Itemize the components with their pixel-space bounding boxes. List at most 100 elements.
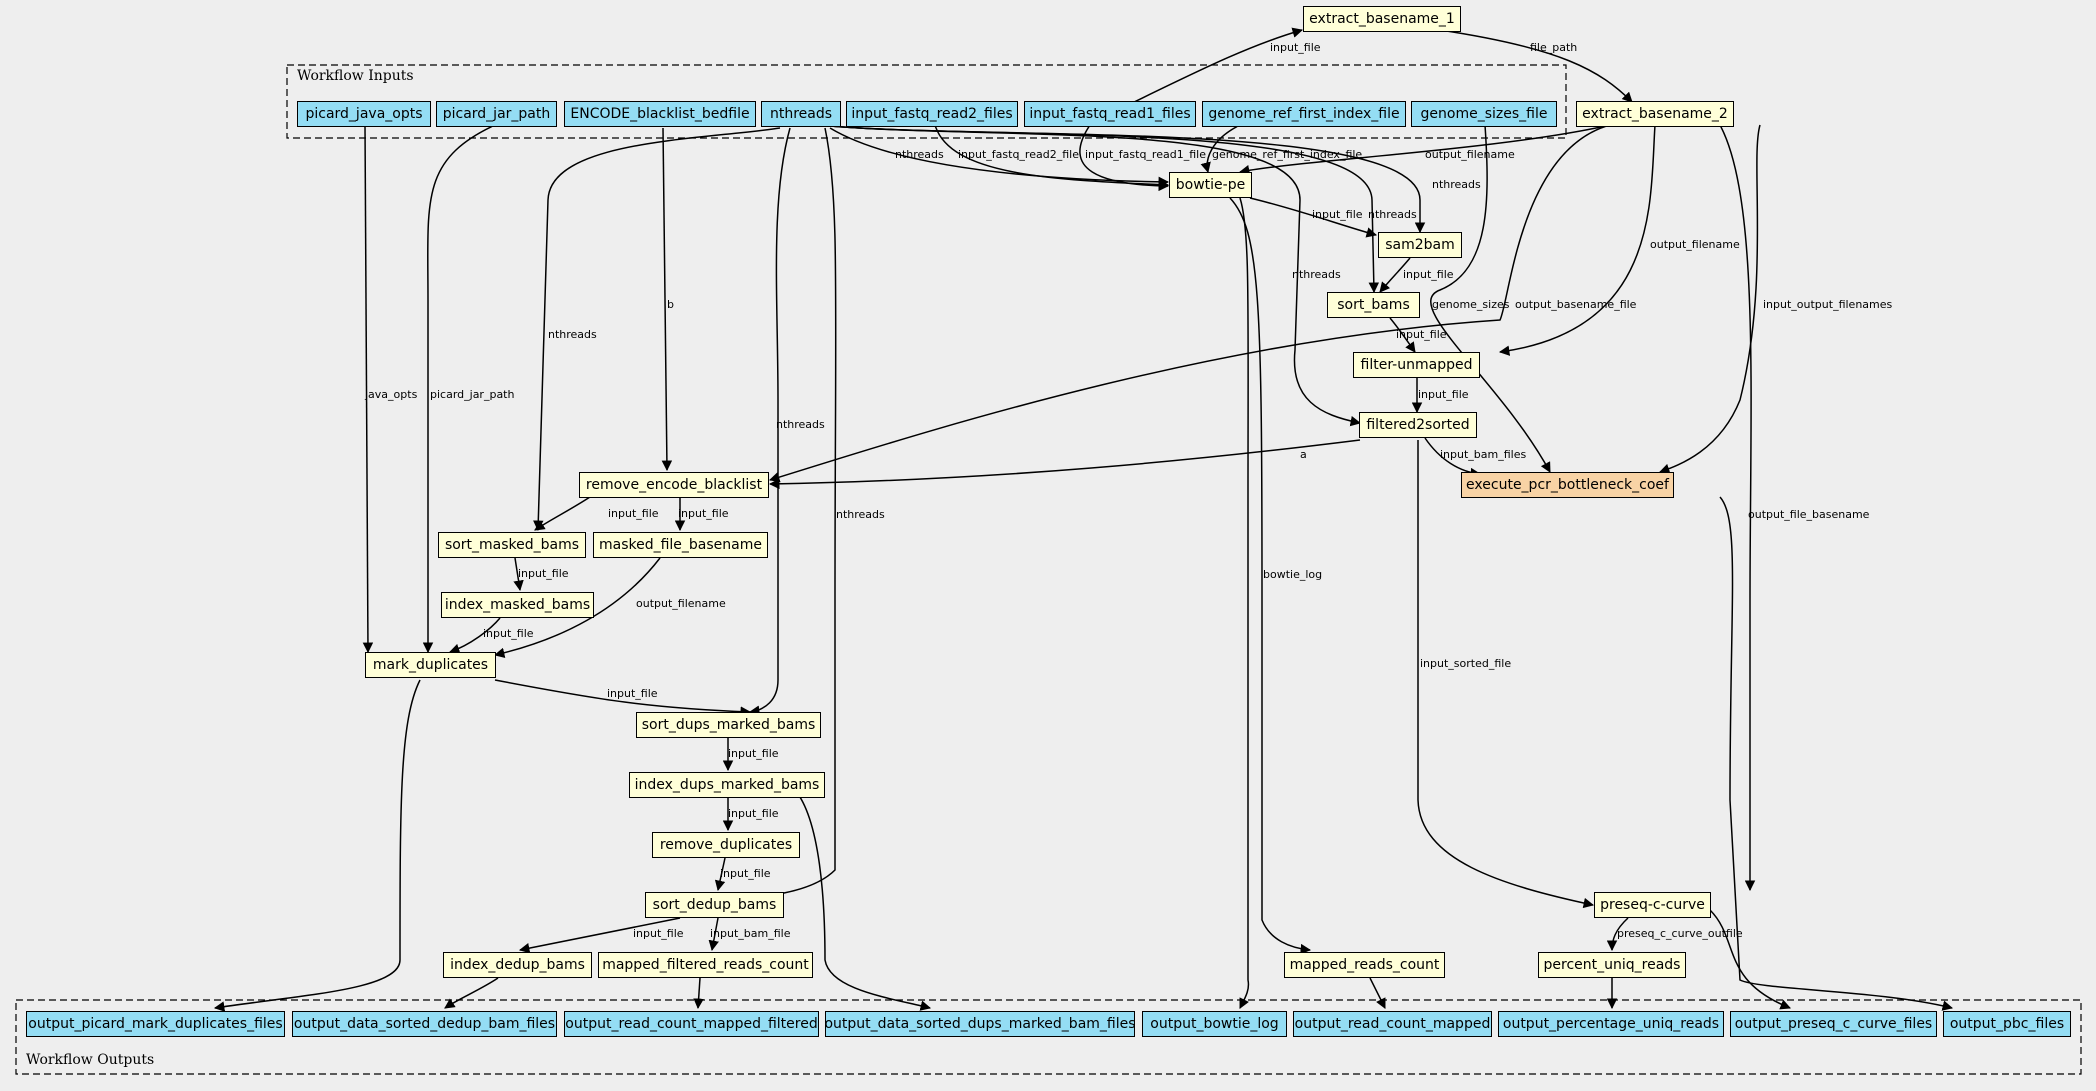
edge-indexdups-dupsout	[794, 789, 932, 1011]
edge-f2s-preseq	[1417, 440, 1595, 909]
edge-nthreads-sortdedup	[743, 127, 837, 903]
edge-mappedfiltered-countout	[693, 977, 704, 1010]
edge-label: output_filename	[1650, 238, 1740, 251]
edge-label: java_opts	[364, 388, 418, 401]
edge-sam2bam-sortbams	[1379, 257, 1411, 293]
step-node[interactable]: bowtie-pe	[1169, 172, 1252, 198]
edge-label: nthreads	[548, 328, 597, 341]
edge-nthreads-sortdups	[748, 127, 791, 716]
output-node[interactable]: output_preseq_c_curve_files	[1730, 1011, 1937, 1037]
edge-bowtie-bowtielog	[1239, 197, 1250, 1009]
edge-label: genome_ref_first_index_file	[1212, 148, 1362, 161]
edge-nthreads-bowtie	[829, 127, 1170, 188]
output-node[interactable]: output_picard_mark_duplicates_files	[26, 1011, 285, 1037]
step-node[interactable]: sort_bams	[1327, 292, 1420, 318]
edge-label: input_file	[1403, 268, 1454, 281]
edge-extract2-preseq	[1719, 124, 1756, 892]
output-node[interactable]: output_data_sorted_dups_marked_bam_files	[824, 1011, 1136, 1037]
step-node[interactable]: index_dedup_bams	[443, 952, 592, 978]
input-node[interactable]: input_fastq_read2_files	[846, 101, 1018, 127]
edge-mappedreads-countout	[1369, 977, 1386, 1009]
step-node[interactable]: masked_file_basename	[593, 532, 768, 558]
step-node[interactable]: mapped_reads_count	[1284, 952, 1445, 978]
input-node[interactable]: genome_ref_first_index_file	[1202, 101, 1406, 127]
edge-label: b	[667, 298, 674, 311]
step-node[interactable]: sort_dups_marked_bams	[636, 712, 821, 738]
input-node[interactable]: input_fastq_read1_files	[1024, 101, 1196, 127]
edge-label: bowtie_log	[1263, 568, 1322, 581]
edge-extract1-extract2	[1439, 29, 1633, 103]
edge-jarpath-markdup	[422, 124, 496, 654]
step-node[interactable]: extract_basename_2	[1576, 101, 1734, 127]
input-node[interactable]: picard_java_opts	[297, 101, 431, 127]
step-node[interactable]: execute_pcr_bottleneck_coef	[1461, 472, 1674, 498]
step-node[interactable]: index_masked_bams	[441, 592, 594, 618]
inputs-cluster	[286, 64, 1567, 139]
edge-label: nthreads	[1292, 268, 1341, 281]
edge-label: nthreads	[1368, 208, 1417, 221]
edge-label: input_file	[518, 567, 569, 580]
edge-blacklist-sortmasked	[534, 496, 591, 531]
step-node[interactable]: percent_uniq_reads	[1538, 952, 1686, 978]
step-node[interactable]: sam2bam	[1378, 232, 1462, 258]
step-node[interactable]: preseq-c-curve	[1594, 892, 1711, 918]
step-node[interactable]: mark_duplicates	[365, 652, 496, 678]
output-node[interactable]: output_bowtie_log	[1142, 1011, 1287, 1037]
step-node[interactable]: sort_dedup_bams	[645, 892, 784, 918]
edge-label: nthreads	[836, 508, 885, 521]
edge-extract2-blacklist	[768, 124, 1611, 483]
edge-label: input_file	[1418, 388, 1469, 401]
edge-label: input_file	[1312, 208, 1363, 221]
edge-sortbams-filter	[1389, 317, 1416, 353]
edge-label: input_file	[607, 687, 658, 700]
edge-javaopts-markdup	[362, 124, 374, 654]
input-node[interactable]: picard_jar_path	[436, 101, 557, 127]
edge-label: output_basename_file	[1515, 298, 1637, 311]
outputs-cluster-title: Workflow Outputs	[26, 1052, 155, 1068]
step-node[interactable]: filtered2sorted	[1359, 412, 1477, 438]
edge-label: input_sorted_file	[1420, 657, 1511, 670]
edge-indexmasked-markdup	[449, 617, 501, 654]
step-node[interactable]: extract_basename_1	[1303, 6, 1461, 32]
inputs-cluster-title: Workflow Inputs	[297, 68, 414, 84]
edge-label: file_path	[1530, 41, 1577, 54]
output-node[interactable]: output_read_count_mapped	[1293, 1011, 1492, 1037]
edge-maskedbase-markdup	[493, 557, 661, 658]
edge-label: genome_sizes	[1432, 298, 1510, 311]
edge-f2s-blacklist	[768, 439, 1361, 490]
edge-label: input_fastq_read2_file	[958, 148, 1079, 161]
edge-preseq-preseqfiles	[1709, 909, 1791, 1010]
step-node[interactable]: sort_masked_bams	[438, 532, 586, 558]
input-node[interactable]: genome_sizes_file	[1411, 101, 1557, 127]
edge-extract2-filter	[1498, 124, 1656, 356]
step-node[interactable]: remove_encode_blacklist	[579, 472, 769, 498]
edge-label: nthreads	[895, 148, 944, 161]
output-node[interactable]: output_percentage_uniq_reads	[1498, 1011, 1724, 1037]
edge-extract2-bowtie	[1238, 124, 1611, 176]
edge-markdup-sortdups	[494, 679, 752, 717]
step-node[interactable]: index_dups_marked_bams	[629, 772, 825, 798]
edge-label: input_file	[678, 507, 729, 520]
input-node[interactable]: ENCODE_blacklist_bedfile	[564, 101, 756, 127]
output-node[interactable]: output_data_sorted_dedup_bam_files	[292, 1011, 557, 1037]
edge-nthreads-sortmasked	[533, 127, 781, 532]
edge-label: a	[1300, 448, 1307, 461]
step-node[interactable]: filter-unmapped	[1353, 352, 1480, 378]
input-node[interactable]: nthreads	[761, 101, 841, 127]
step-node[interactable]: remove_duplicates	[652, 832, 800, 858]
edge-genome-bowtie	[1200, 124, 1241, 174]
edge-bowtie-mappedreads	[1229, 197, 1312, 955]
step-node[interactable]: mapped_filtered_reads_count	[598, 952, 813, 978]
outputs-cluster	[15, 999, 2082, 1075]
edge-label: input_bam_files	[1440, 448, 1526, 461]
edge-label: preseq_c_curve_outfile	[1617, 927, 1743, 940]
output-node[interactable]: output_pbc_files	[1943, 1011, 2071, 1037]
edge-label: input_fastq_read1_file	[1085, 148, 1206, 161]
edge-label: input_file	[728, 747, 779, 760]
output-node[interactable]: output_read_count_mapped_filtered	[564, 1011, 819, 1037]
edge-label: input_bam_file	[710, 927, 791, 940]
edge-bed-blacklist	[661, 127, 673, 472]
edge-label: input_file	[720, 867, 771, 880]
edge-label: input_file	[728, 807, 779, 820]
